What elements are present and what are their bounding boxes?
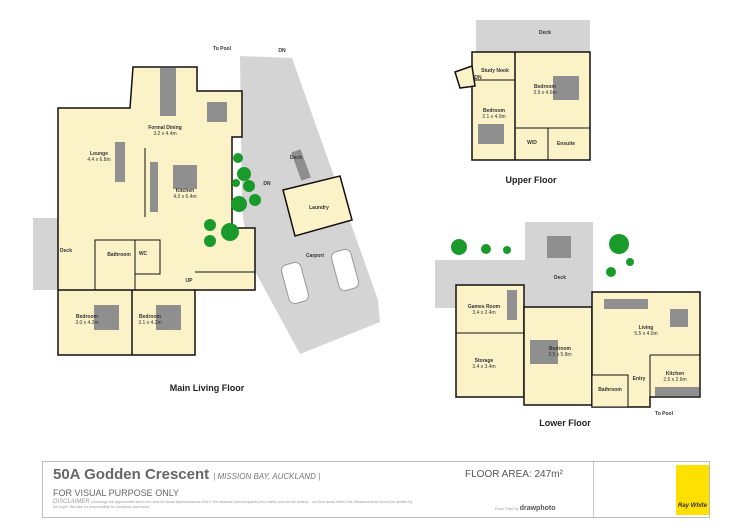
room-laundry: Laundry — [309, 205, 329, 211]
credit: Floor Plan by drawphoto — [495, 505, 555, 512]
divider — [593, 462, 594, 517]
room-name: Bathroom — [598, 387, 622, 393]
room-size: 3.4 x 3.4m — [472, 364, 496, 370]
room-name: Formal Dining — [148, 125, 182, 131]
room-name: Games Room — [467, 304, 501, 310]
room-wd: W/D — [527, 140, 537, 146]
room-name: Ensuite — [556, 141, 576, 147]
lower-floor-plan — [435, 222, 701, 408]
room-name: W/D — [527, 140, 537, 146]
room-wc: WC — [139, 251, 147, 257]
ray-white-logo: Ray White — [676, 465, 709, 515]
credit-prefix: Floor Plan by — [495, 506, 519, 511]
room-lower-deck: Deck — [554, 275, 566, 281]
room-deck-left: Deck — [60, 248, 72, 254]
room-name: Deck — [554, 275, 566, 281]
room-size: 3.2 x 4.4m — [153, 131, 177, 137]
credit-brand: drawphoto — [519, 505, 556, 512]
room-size: 4.4 x 6.8m — [87, 157, 111, 163]
room-name: Kitchen — [175, 188, 195, 194]
room-lower-bathroom: Bathroom — [598, 387, 622, 393]
room-size: 3.1 x 4.2m — [138, 320, 162, 326]
room-size: 3.4 x 2.4m — [472, 310, 496, 316]
to-pool-marker: To Pool — [213, 46, 231, 52]
disclaimer: DISCLAIMER | Drawings are approximate an… — [53, 499, 413, 510]
disclaimer-label: DISCLAIMER — [53, 499, 90, 505]
room-name: Bathroom — [107, 252, 131, 258]
room-name: Living — [638, 325, 654, 331]
floor-plan-drawing — [33, 20, 701, 408]
room-size: 3.9 x 4.6m — [533, 90, 557, 96]
room-name: Bedroom — [549, 346, 571, 352]
main-floor-plan — [33, 56, 380, 356]
room-name: Deck — [60, 248, 72, 254]
disclaimer-text: | Drawings are approximate and to be use… — [53, 500, 413, 509]
visual-purpose-note: FOR VISUAL PURPOSE ONLY — [53, 488, 180, 498]
dn-marker: DN — [278, 48, 285, 54]
room-entry: Entry — [633, 376, 646, 382]
info-bar: 50A Godden Crescent| MISSION BAY, AUCKLA… — [42, 461, 710, 518]
room-name: Laundry — [309, 205, 329, 211]
room-name: Bedroom — [76, 314, 98, 320]
upper-floor-title: Upper Floor — [505, 175, 557, 185]
dn-stairs-marker: DN — [263, 181, 270, 187]
room-name: Carport — [305, 253, 325, 259]
address-text: 50A Godden Crescent — [53, 466, 210, 483]
upper-floor-plan — [454, 20, 591, 161]
room-deck: Deck — [290, 155, 302, 161]
suburb: | MISSION BAY, AUCKLAND | — [213, 472, 321, 481]
logo-text: Ray White — [677, 503, 707, 509]
marker-text: UP — [185, 278, 193, 284]
trees — [204, 153, 634, 277]
room-size: 4.0 x 6.4m — [173, 194, 197, 200]
room-name: Kitchen — [665, 371, 685, 377]
marker-text: DN — [263, 181, 271, 187]
room-name: Bedroom — [483, 108, 505, 114]
floor-area: FLOOR AREA: 247m² — [465, 469, 563, 480]
room-size: 5.5 x 4.0m — [634, 331, 658, 337]
marker-text: To Pool — [655, 411, 673, 417]
room-name: WC — [138, 251, 148, 257]
address: 50A Godden Crescent| MISSION BAY, AUCKLA… — [53, 466, 320, 483]
lower-floor-title: Lower Floor — [539, 418, 591, 428]
room-ensuite: Ensuite — [557, 141, 575, 147]
upper-dn-marker: DN — [474, 75, 481, 81]
room-name: Deck — [290, 155, 302, 161]
marker-text: DN — [474, 75, 482, 81]
lower-to-pool-marker: To Pool — [655, 411, 673, 417]
room-bathroom: Bathroom — [107, 252, 131, 258]
marker-text: To Pool — [213, 46, 231, 52]
room-name: Storage — [474, 358, 494, 364]
up-marker: UP — [186, 278, 193, 284]
room-size: 3.0 x 4.2m — [75, 320, 99, 326]
room-name: Bedroom — [534, 84, 556, 90]
room-name: Lounge — [89, 151, 109, 157]
laundry-room — [282, 175, 353, 237]
room-name: Bedroom — [139, 314, 161, 320]
marker-text: DN — [278, 48, 286, 54]
room-study-nook: Study Nook — [481, 68, 509, 74]
room-upper-deck: Deck — [539, 30, 551, 36]
room-size: 3.5 x 5.8m — [548, 352, 572, 358]
room-name: Entry — [632, 376, 646, 382]
room-size: 2.5 x 2.6m — [663, 377, 687, 383]
main-floor-title: Main Living Floor — [169, 383, 245, 393]
room-name: Study Nook — [481, 68, 509, 74]
room-carport: Carport — [306, 253, 324, 259]
room-name: Deck — [539, 30, 551, 36]
room-size: 2.1 x 4.0m — [482, 114, 506, 120]
